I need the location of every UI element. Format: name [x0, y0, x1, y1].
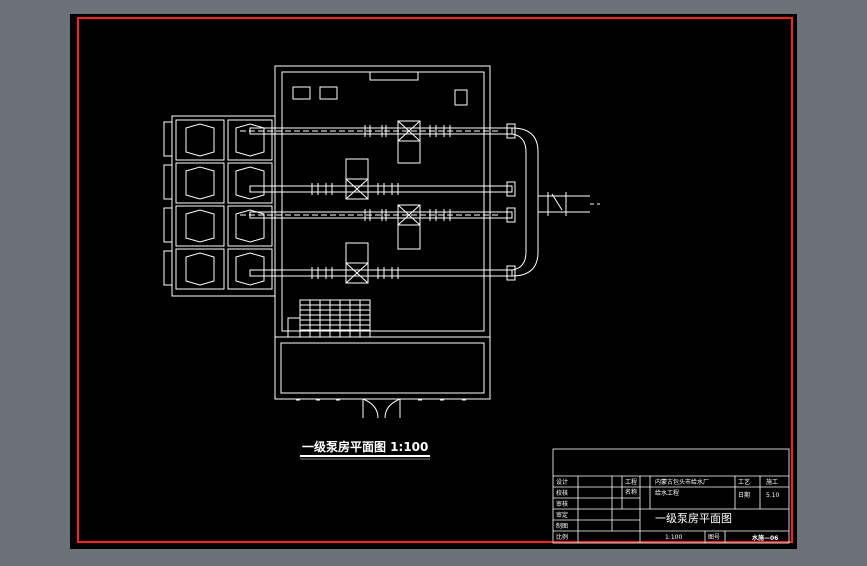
- tb-project: 内蒙古包头市给水厂: [655, 478, 709, 486]
- tb-label-1: 设计: [556, 478, 568, 486]
- annex-room-inner: [280, 342, 485, 394]
- tb-label-4: 审定: [556, 511, 568, 519]
- tb-scale: 1:100: [665, 534, 682, 541]
- tb-scale-label-proj: 比例: [556, 533, 568, 541]
- tb-proj-label-2: 名称: [625, 488, 637, 496]
- centerlines: [240, 130, 500, 216]
- top-notch: [369, 72, 419, 81]
- title-block: [552, 448, 790, 544]
- tb-label-5: 制图: [556, 522, 568, 530]
- sheet-background: [70, 14, 797, 549]
- tb-drawno-label: 图号: [708, 534, 720, 541]
- tb-stage-value: 施工: [766, 478, 778, 486]
- stair-landing: [287, 317, 301, 338]
- title-block-text: 设计 校核 审核 审定 制图 工程 名称 内蒙古包头市给水厂 给水工程 工艺 施…: [556, 478, 780, 542]
- suction-pipes: [249, 127, 513, 277]
- tb-proj-label-1: 工程: [625, 478, 637, 486]
- intake-screens: [163, 121, 173, 286]
- panel-box-1: [292, 86, 311, 100]
- drawing-border: [77, 17, 793, 543]
- annex-room: [274, 336, 491, 400]
- building-inner-wall: [281, 71, 485, 332]
- discharge-header: [506, 123, 600, 281]
- stair-treads: [300, 300, 370, 337]
- tb-project-line2: 给水工程: [655, 489, 679, 497]
- tb-drawing-name: 一级泵房平面图: [655, 512, 732, 525]
- pump-house-plan: [163, 65, 600, 419]
- tb-date-value: 5.10: [766, 492, 780, 499]
- tb-stage-label: 工艺: [738, 478, 750, 486]
- tb-date-label: 日期: [738, 491, 750, 499]
- intake-well-outer: [171, 115, 276, 297]
- panel-box-3: [454, 89, 468, 106]
- drawing-title: 一级泵房平面图 1:100: [302, 439, 428, 454]
- tb-label-2: 校核: [556, 489, 568, 497]
- tb-label-3: 审核: [556, 500, 568, 508]
- intake-well-grid: [175, 119, 273, 290]
- panel-box-2: [319, 86, 338, 100]
- tb-drawno: 水施—06: [752, 534, 778, 542]
- entrance-door: [362, 398, 401, 419]
